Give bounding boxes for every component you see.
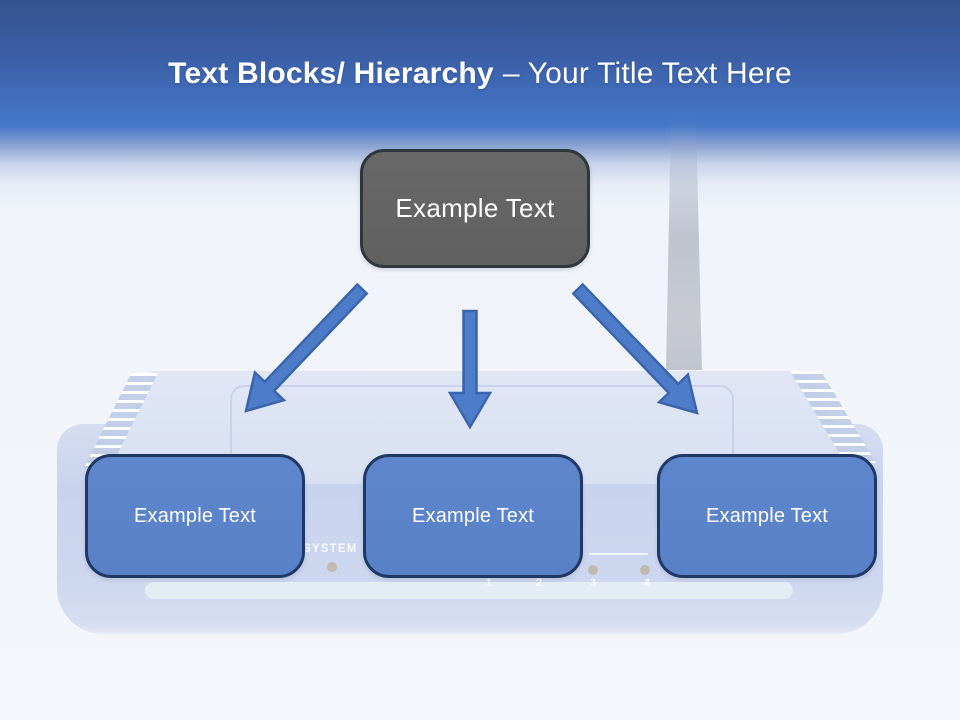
- slide-title-bold-text: Text Blocks/ Hierarchy: [168, 57, 494, 90]
- child-node-1-label: Example Text: [133, 504, 257, 527]
- root-node[interactable]: Example Text: [360, 149, 590, 268]
- child-node-2-label: Example Text: [411, 504, 535, 527]
- child-node-3-label: Example Text: [705, 504, 829, 527]
- child-node-3[interactable]: Example Text: [657, 454, 877, 578]
- root-node-label: Example Text: [395, 193, 555, 223]
- arrow-down-icon: [447, 309, 493, 430]
- child-node-2[interactable]: Example Text: [363, 454, 583, 578]
- child-node-1[interactable]: Example Text: [85, 454, 305, 578]
- arrow-down-left-icon: [244, 282, 369, 413]
- slide-title-regular-text: – Your Title Text Here: [502, 57, 792, 90]
- slide-title[interactable]: Text Blocks/ Hierarchy – Your Title Text…: [0, 52, 960, 96]
- arrow-down-right-icon: [571, 282, 699, 415]
